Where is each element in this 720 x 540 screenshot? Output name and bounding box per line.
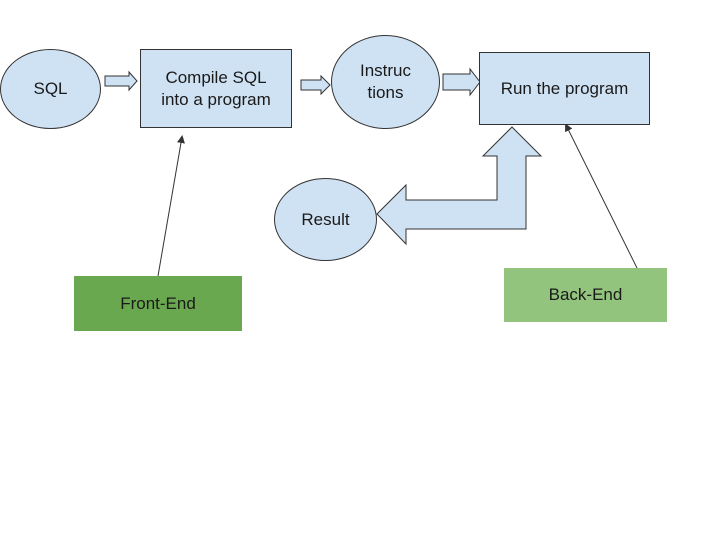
node-instructions-label: Instruc tions	[359, 61, 412, 102]
block-arrow-compile-to-instructions	[300, 74, 331, 96]
node-result: Result	[274, 178, 377, 261]
node-result-label: Result	[301, 209, 350, 229]
pointer-backend-to-run	[565, 123, 638, 269]
node-run: Run the program	[479, 52, 650, 125]
block-arrow-instructions-to-run	[442, 67, 481, 97]
node-run-label: Run the program	[500, 78, 629, 98]
node-frontend-label: Front-End	[120, 293, 196, 313]
pointer-frontend-to-compile	[157, 135, 185, 277]
node-backend-label: Back-End	[548, 285, 623, 304]
node-sql-label: SQL	[33, 79, 68, 98]
node-compile-label: Compile SQL into a program	[161, 67, 271, 109]
node-instructions: Instruc tions	[331, 35, 440, 129]
node-frontend: Front-End	[74, 276, 242, 331]
node-compile: Compile SQL into a program	[140, 49, 292, 128]
node-backend: Back-End	[504, 268, 667, 322]
block-arrow-sql-to-compile	[104, 70, 138, 92]
bent-arrow-run-to-result	[376, 126, 543, 246]
node-sql: SQL	[0, 49, 101, 129]
